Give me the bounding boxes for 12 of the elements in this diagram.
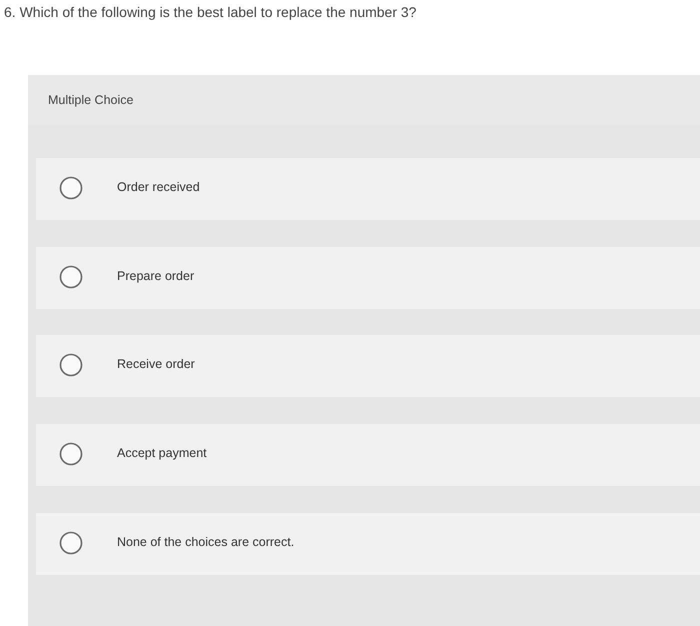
- answer-option: [36, 247, 700, 309]
- option-text: None of the choices are correct.: [117, 535, 294, 549]
- answer-option: [36, 513, 700, 575]
- answer-option: [36, 158, 700, 220]
- answer-option: [36, 335, 700, 397]
- option-text: Accept payment: [117, 446, 207, 460]
- question-type-label: Multiple Choice: [48, 93, 134, 107]
- option-text: Receive order: [117, 357, 195, 371]
- question-text: 6. Which of the following is the best label to replace the number 3?: [4, 4, 416, 20]
- answer-option: [36, 424, 700, 486]
- option-text: Order received: [117, 180, 200, 194]
- option-text: Prepare order: [117, 269, 194, 283]
